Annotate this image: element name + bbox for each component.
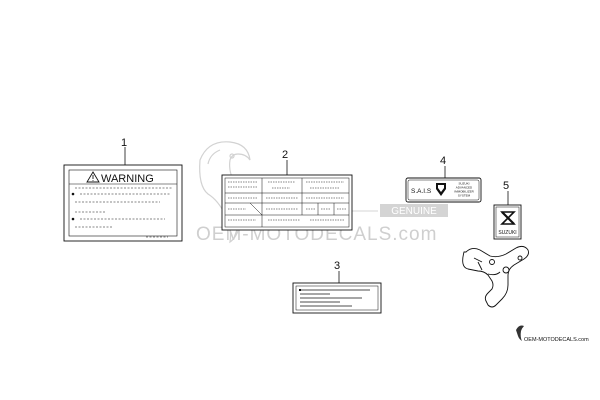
sais-text-line: ADVANCED bbox=[456, 186, 473, 190]
corner-watermark: OEM-MOTODECALS.com bbox=[516, 325, 589, 343]
info-text-lines bbox=[300, 289, 370, 307]
sais-title: S.A.I.S bbox=[411, 188, 432, 195]
watermark-tagline: GENUINE bbox=[391, 206, 437, 217]
spec-grid bbox=[225, 178, 349, 227]
warning-triangle-icon bbox=[86, 171, 100, 183]
sais-text-line: SUZUKI bbox=[458, 182, 469, 186]
suzuki-s-logo-icon bbox=[500, 211, 516, 225]
callout-4-number: 4 bbox=[440, 155, 446, 167]
sais-label: S.A.I.S SUZUKI ADVANCED IMMOBILIZER SYST… bbox=[405, 177, 482, 203]
callout-5-number: 5 bbox=[503, 180, 509, 192]
sais-text-line: IMMOBILIZER bbox=[454, 190, 474, 194]
suzuki-emblem-text: SUZUKI bbox=[498, 230, 516, 236]
suzuki-emblem: SUZUKI bbox=[493, 204, 522, 240]
sais-text-line: SYSTEM bbox=[458, 194, 471, 198]
corner-watermark-text: OEM-MOTODECALS.com bbox=[524, 337, 589, 343]
warning-bullet bbox=[71, 217, 75, 221]
callout-1-number: 1 bbox=[121, 137, 127, 149]
top-bracket bbox=[462, 245, 529, 308]
callout-3: 3 bbox=[334, 260, 340, 283]
spec-text-lines bbox=[228, 181, 346, 221]
callout-1: 1 bbox=[121, 137, 127, 165]
callout-5: 5 bbox=[503, 180, 509, 205]
shield-icon bbox=[436, 183, 446, 196]
warning-heading: WARNING bbox=[101, 173, 154, 185]
warning-bullet bbox=[71, 192, 75, 196]
spec-label bbox=[221, 174, 353, 231]
warning-text-lines bbox=[75, 187, 172, 238]
info-label bbox=[292, 282, 382, 314]
callout-2: 2 bbox=[282, 149, 288, 175]
callout-3-number: 3 bbox=[334, 260, 340, 272]
callout-4: 4 bbox=[440, 155, 446, 178]
warning-label: WARNING bbox=[63, 164, 183, 242]
callout-2-number: 2 bbox=[282, 149, 288, 161]
